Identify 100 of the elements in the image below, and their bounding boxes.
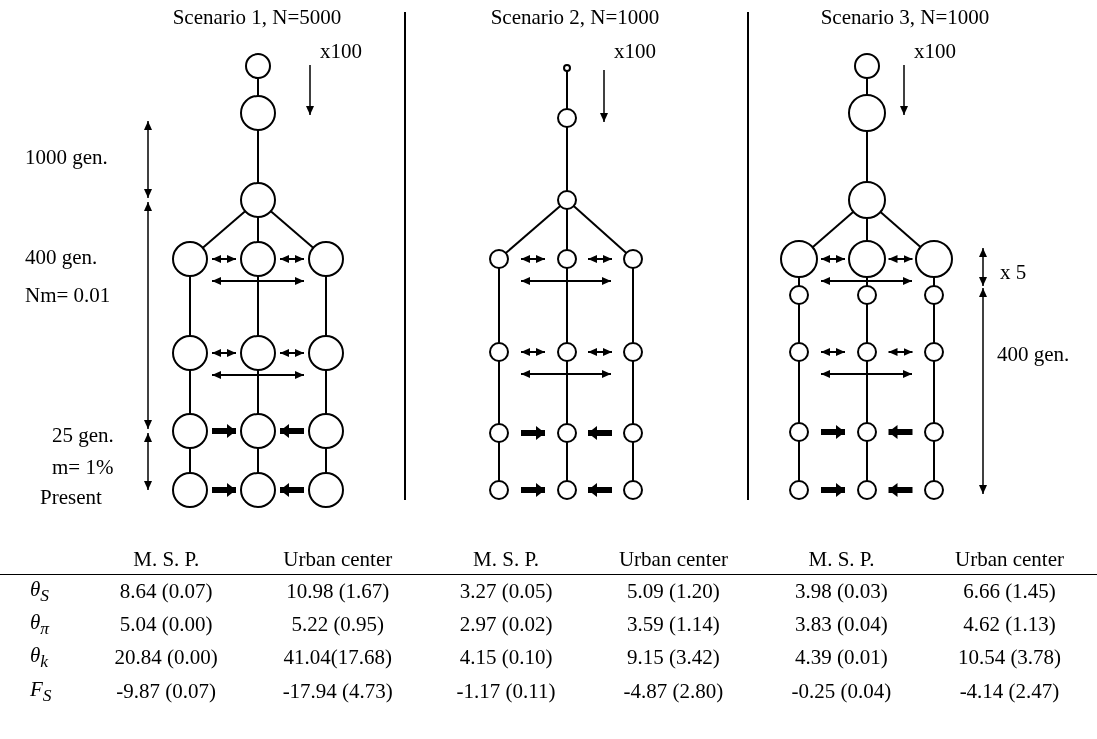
population-circle (623, 480, 643, 500)
block-arrow (280, 483, 304, 497)
table-cell: 3.98 (0.03) (760, 574, 922, 609)
connector-line (566, 360, 568, 425)
double-arrow (587, 348, 613, 356)
population-circle (563, 64, 571, 72)
population-circle (623, 342, 643, 362)
population-circle (240, 182, 276, 218)
population-circle (489, 423, 509, 443)
population-circle (924, 285, 944, 305)
scenario-title: Scenario 1, N=5000 (172, 6, 342, 30)
population-circle (623, 423, 643, 443)
table-cell-text: -4.87 (2.80) (622, 677, 725, 705)
population-circle (789, 342, 809, 362)
population-circle (308, 472, 344, 508)
table-cell-text: 20.84 (0.00) (113, 644, 219, 672)
double-arrow (820, 348, 846, 356)
connector-line (189, 447, 191, 474)
connector-line (257, 216, 259, 243)
population-circle (924, 342, 944, 362)
connector-line (879, 210, 922, 249)
row-label: θ$_{k}$ (29, 642, 50, 674)
connector-line (325, 447, 327, 474)
connector-line (189, 369, 191, 415)
double-arrow (820, 370, 913, 378)
population-circle (857, 480, 877, 500)
table-cell-text: 4.39 (0.01) (794, 644, 889, 672)
double-arrow (820, 277, 913, 285)
column-header: M. S. P. (426, 545, 586, 575)
block-arrow (212, 483, 236, 497)
connector-line (257, 129, 259, 184)
population-circle (240, 335, 276, 371)
population-circle (308, 335, 344, 371)
connector-line (257, 369, 259, 415)
scale-label: x100 (614, 40, 656, 64)
population-circle (557, 108, 577, 128)
column-header: M. S. P. (760, 545, 922, 575)
population-circle (489, 480, 509, 500)
double-arrow (820, 255, 846, 263)
population-circle (848, 94, 886, 132)
table-cell-text: 4.62 (1.13) (962, 611, 1057, 639)
scale-label: x100 (320, 40, 362, 64)
connector-line (257, 275, 259, 337)
population-circle (489, 249, 509, 269)
column-header: Urban center (249, 545, 427, 575)
column-header: Urban center (922, 545, 1097, 575)
table-cell-text: -17.94 (4.73) (281, 677, 394, 705)
table-cell-text: 5.22 (0.95) (290, 611, 386, 639)
double-arrow (211, 371, 305, 379)
connector-line (566, 267, 568, 344)
double-arrow (279, 349, 305, 357)
connector-line (201, 210, 247, 249)
column-header: M. S. P. (83, 545, 250, 575)
double-arrow (520, 370, 612, 378)
population-circle (915, 240, 953, 278)
table-cell-text: 3.83 (0.04) (794, 611, 889, 639)
connector-line (632, 360, 634, 425)
column-header: Urban center (586, 545, 761, 575)
double-arrow (520, 348, 546, 356)
double-arrow (211, 277, 305, 285)
table-cell-text: -4.14 (2.47) (958, 677, 1061, 705)
connector-line (798, 303, 800, 344)
table-cell-text: 3.59 (1.14) (626, 611, 721, 639)
table-cell: 3.27 (0.05) (426, 574, 586, 609)
block-arrow (588, 483, 612, 497)
population-circle (623, 249, 643, 269)
population-circle (857, 422, 877, 442)
duration-label: 400 gen. (25, 246, 98, 270)
population-circle (240, 95, 276, 131)
double-arrow (887, 348, 914, 356)
population-circle (789, 422, 809, 442)
double-arrow (211, 349, 237, 357)
population-circle (308, 241, 344, 277)
scale-label: x 5 (1000, 261, 1027, 285)
double-arrow (587, 255, 613, 263)
table-cell-text: 10.54 (3.78) (956, 644, 1063, 672)
table-cell-text: 9.15 (3.42) (626, 644, 721, 672)
connector-line (866, 130, 868, 183)
population-circle (780, 240, 818, 278)
double-arrow (520, 277, 612, 285)
connector-line (498, 267, 500, 344)
population-circle (489, 342, 509, 362)
block-arrow (888, 425, 913, 439)
table-cell: 8.64 (0.07) (83, 574, 250, 609)
connector-line (498, 360, 500, 425)
table-cell-text: 4.15 (0.10) (458, 644, 554, 672)
population-circle (557, 190, 577, 210)
population-circle (848, 181, 886, 219)
connector-line (566, 441, 568, 482)
connector-line (257, 447, 259, 474)
scenario-title: Scenario 3, N=1000 (820, 6, 990, 30)
duration-label: 25 gen. (52, 424, 114, 448)
population-circle (557, 249, 577, 269)
population-circle (240, 241, 276, 277)
connector-line (811, 210, 855, 249)
migration-label: Nm= 0.01 (25, 284, 111, 308)
time-label: Present (40, 486, 102, 510)
connector-line (866, 217, 868, 242)
population-circle (848, 240, 886, 278)
table-cell-text: -1.17 (0.11) (455, 677, 557, 705)
